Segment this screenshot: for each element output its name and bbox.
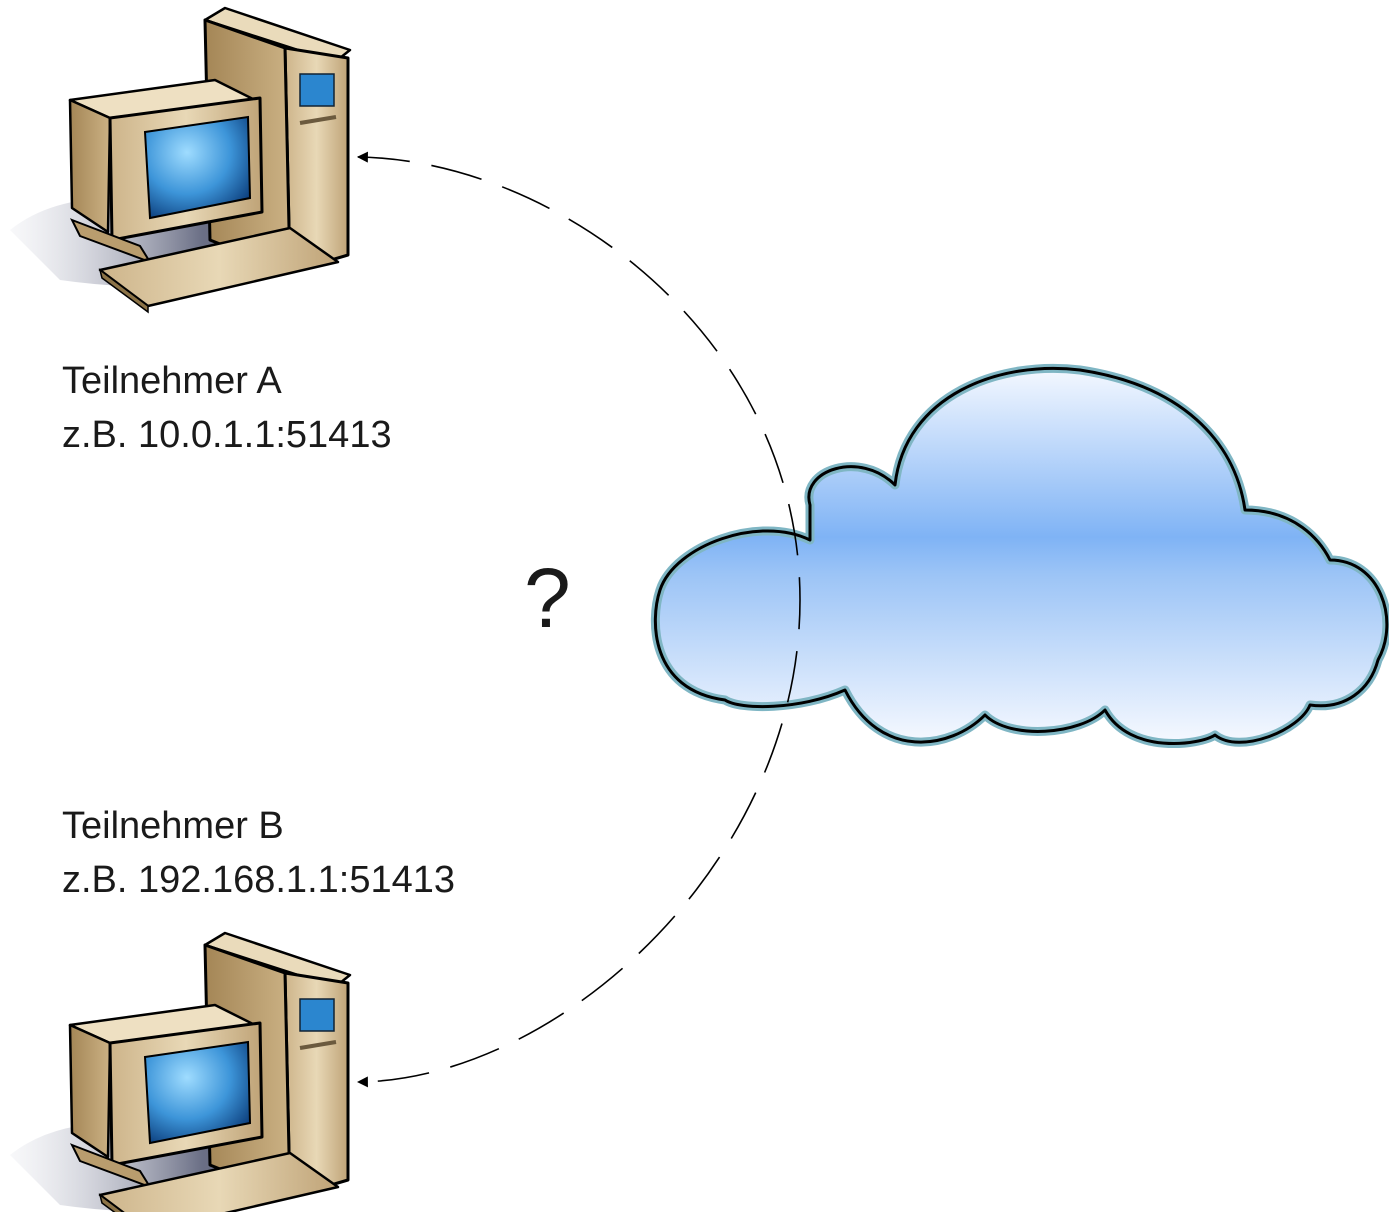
peer-a-computer-icon [8,6,352,314]
peer-b-address: z.B. 192.168.1.1:51413 [62,859,455,901]
connection-arc [356,151,801,1088]
peer-a-name: Teilnehmer A [62,360,282,402]
cloud-icon [655,368,1387,743]
peer-a-address: z.B. 10.0.1.1:51413 [62,414,392,456]
peer-b-computer-icon [8,931,352,1212]
peer-b-name: Teilnehmer B [62,805,284,847]
question-mark: ? [524,551,571,645]
